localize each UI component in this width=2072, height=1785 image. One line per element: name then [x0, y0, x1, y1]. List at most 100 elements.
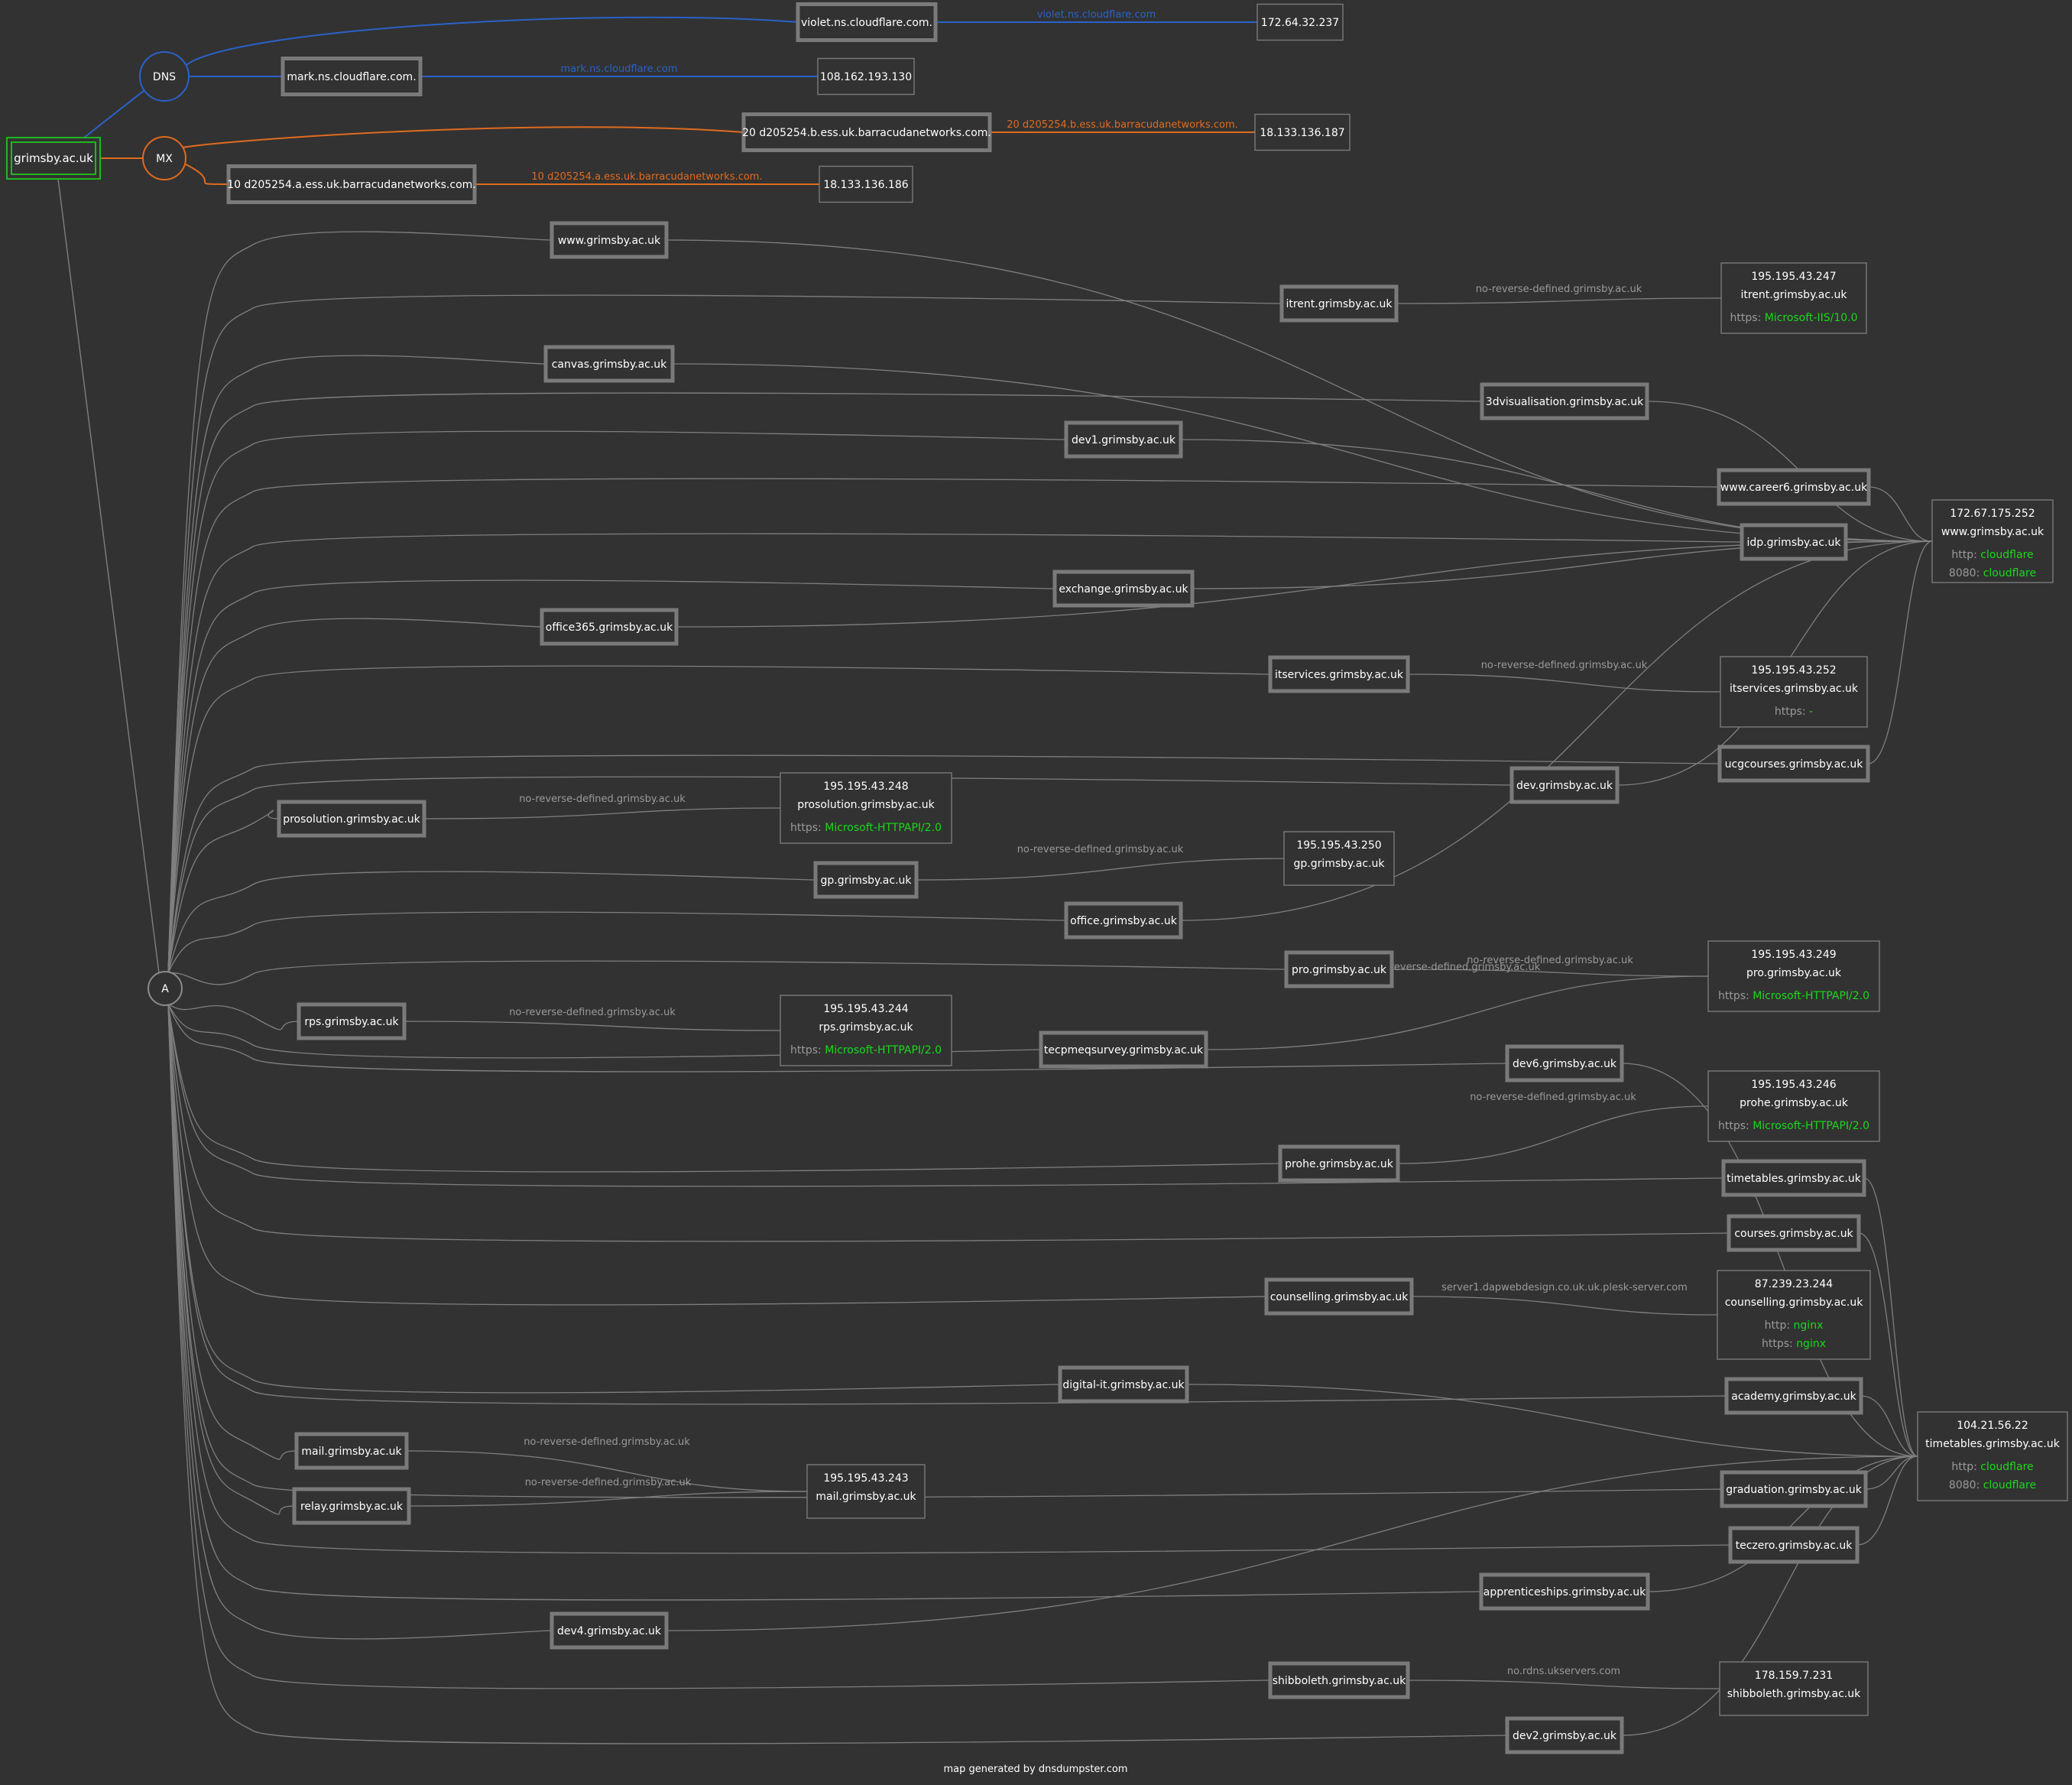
host-box-frame [550, 221, 669, 259]
edge-a-host-8 [167, 618, 543, 974]
host-label: 3dvisualisation.grimsby.ac.uk [1486, 396, 1644, 408]
a-host-dev4-grimsby-ac-uk[interactable]: dev4.grimsby.ac.uk [550, 1611, 669, 1650]
host-label: apprenticeships.grimsby.ac.uk [1483, 1586, 1646, 1598]
edge-root-dns [83, 89, 145, 138]
mx-host-10-d205254-a-ess-uk-barracudanetworks-com[interactable]: 10 d205254.a.ess.uk.barracudanetworks.co… [226, 164, 477, 204]
a-host-tecpmeqsurvey-grimsby-ac-uk[interactable]: tecpmeqsurvey.grimsby.ac.uk [1039, 1030, 1208, 1069]
ip-node-195-195-43-246[interactable]: 195.195.43.246prohe.grimsby.ac.ukhttps: … [1707, 1070, 1880, 1142]
a-host-graduation-grimsby-ac-uk[interactable]: graduation.grimsby.ac.uk [1720, 1470, 1868, 1508]
a-host-apprenticeships-grimsby-ac-uk[interactable]: apprenticeships.grimsby.ac.uk [1479, 1572, 1650, 1611]
host-box-frame [1064, 420, 1183, 459]
edge-mx-host-1 [185, 164, 229, 185]
a-category-node[interactable]: A [148, 971, 183, 1006]
edge-a-host-5 [167, 478, 1720, 974]
host-box-frame [1480, 382, 1649, 420]
a-host-www-career6-grimsby-ac-uk[interactable]: www.career6.grimsby.ac.uk [1717, 468, 1871, 506]
a-reverse-label: no-reverse-defined.grimsby.ac.uk [524, 1436, 690, 1448]
a-host-dev-grimsby-ac-uk[interactable]: dev.grimsby.ac.uk [1509, 766, 1620, 804]
edge-a-ip-29 [1647, 1456, 1918, 1592]
ip-address-label: 178.159.7.231 [1755, 1670, 1833, 1682]
a-host-exchange-grimsby-ac-uk[interactable]: exchange.grimsby.ac.uk [1052, 570, 1195, 608]
edge-a-ip-1 [1396, 297, 1722, 304]
a-host-relay-grimsby-ac-uk[interactable]: relay.grimsby.ac.uk [292, 1487, 411, 1525]
a-host-itrent-grimsby-ac-uk[interactable]: itrent.grimsby.ac.uk [1279, 284, 1399, 323]
a-host-gp-grimsby-ac-uk[interactable]: gp.grimsby.ac.uk [813, 861, 919, 899]
service-banner: http: cloudflare [1951, 1461, 2033, 1473]
host-label: itrent.grimsby.ac.uk [1286, 298, 1393, 310]
ip-label: 18.133.136.186 [823, 179, 908, 191]
ip-node-195-195-43-248[interactable]: 195.195.43.248prosolution.grimsby.ac.ukh… [780, 772, 952, 844]
ip-node-195-195-43-247[interactable]: 195.195.43.247itrent.grimsby.ac.ukhttps:… [1720, 262, 1867, 334]
ip-node-104-21-56-22[interactable]: 104.21.56.22timetables.grimsby.ac.ukhttp… [1917, 1411, 2068, 1501]
a-host-pro-grimsby-ac-uk[interactable]: pro.grimsby.ac.uk [1284, 950, 1394, 988]
a-host-prohe-grimsby-ac-uk[interactable]: prohe.grimsby.ac.uk [1278, 1144, 1400, 1183]
a-host-canvas-grimsby-ac-uk[interactable]: canvas.grimsby.ac.uk [543, 345, 675, 383]
a-host-prosolution-grimsby-ac-uk[interactable]: prosolution.grimsby.ac.uk [277, 800, 426, 838]
a-host-www-grimsby-ac-uk[interactable]: www.grimsby.ac.uk [550, 221, 669, 259]
dns-host-violet-ns-cloudflare-com[interactable]: violet.ns.cloudflare.com. [796, 2, 938, 42]
ip-hostname-label: www.grimsby.ac.uk [1941, 526, 2044, 538]
a-host-itservices-grimsby-ac-uk[interactable]: itservices.grimsby.ac.uk [1268, 655, 1410, 693]
dns-host-mark-ns-cloudflare-com[interactable]: mark.ns.cloudflare.com. [280, 57, 423, 96]
a-host-3dvisualisation-grimsby-ac-uk[interactable]: 3dvisualisation.grimsby.ac.uk [1480, 382, 1649, 420]
ip-hostname-label: prohe.grimsby.ac.uk [1740, 1097, 1849, 1109]
a-host-digital-it-grimsby-ac-uk[interactable]: digital-it.grimsby.ac.uk [1058, 1365, 1189, 1404]
mx-ip-node[interactable]: 18.133.136.186 [819, 165, 913, 203]
ip-node-87-239-23-244[interactable]: 87.239.23.244counselling.grimsby.ac.ukht… [1717, 1270, 1871, 1360]
root-domain-node[interactable]: grimsby.ac.uk [6, 137, 101, 180]
ip-label: 172.64.32.237 [1261, 17, 1339, 29]
a-host-idp-grimsby-ac-uk[interactable]: idp.grimsby.ac.uk [1740, 523, 1848, 561]
ip-hostname-label: pro.grimsby.ac.uk [1746, 967, 1842, 979]
host-label: dev.grimsby.ac.uk [1516, 780, 1613, 792]
a-host-rps-grimsby-ac-uk[interactable]: rps.grimsby.ac.uk [297, 1002, 407, 1040]
dns-ip-node[interactable]: 172.64.32.237 [1256, 3, 1344, 41]
a-host-dev1-grimsby-ac-uk[interactable]: dev1.grimsby.ac.uk [1064, 420, 1183, 459]
host-label: 10 d205254.a.ess.uk.barracudanetworks.co… [227, 179, 475, 191]
category-label: A [161, 983, 169, 995]
a-host-mail-grimsby-ac-uk[interactable]: mail.grimsby.ac.uk [294, 1432, 409, 1470]
edge-a-ip-31 [1407, 1680, 1720, 1689]
a-host-courses-grimsby-ac-uk[interactable]: courses.grimsby.ac.uk [1727, 1214, 1861, 1252]
edge-a-ip-14 [1180, 540, 1933, 921]
ip-node-195-195-43-252[interactable]: 195.195.43.252itservices.grimsby.ac.ukht… [1720, 656, 1868, 728]
footer-credit: map generated by dnsdumpster.com [944, 1764, 1128, 1775]
ip-hostname-label: shibboleth.grimsby.ac.uk [1727, 1688, 1861, 1700]
ip-node-frame [1283, 831, 1395, 886]
a-host-ucgcourses-grimsby-ac-uk[interactable]: ucgcourses.grimsby.ac.uk [1717, 745, 1870, 783]
dns-ip-node[interactable]: 108.162.193.130 [817, 57, 915, 96]
a-host-dev6-grimsby-ac-uk[interactable]: dev6.grimsby.ac.uk [1505, 1044, 1624, 1082]
edge-a-ip-5 [1868, 486, 1933, 542]
edge-a-ip-17 [1205, 975, 1709, 1050]
mx-category-node[interactable]: MX [142, 136, 186, 180]
dns-category-node[interactable]: DNS [139, 51, 190, 102]
ip-node-178-159-7-231[interactable]: 178.159.7.231 shibboleth.grimsby.ac.uk [1719, 1661, 1869, 1716]
edge-a-ip-22 [1411, 1296, 1718, 1316]
ip-address-label: 195.195.43.246 [1751, 1079, 1836, 1091]
host-box-frame [1279, 284, 1399, 323]
edge-a-ip-19 [1397, 1105, 1709, 1164]
ip-hostname-label: mail.grimsby.ac.uk [816, 1491, 916, 1503]
mx-host-20-d205254-b-ess-uk-barracudanetworks-com[interactable]: 20 d205254.b.ess.uk.barracudanetworks.co… [741, 112, 992, 152]
service-banner: https: Microsoft-HTTPAPI/2.0 [790, 822, 942, 834]
a-host-office365-grimsby-ac-uk[interactable]: office365.grimsby.ac.uk [540, 608, 679, 646]
mx-ip-node[interactable]: 18.133.136.187 [1254, 113, 1351, 151]
host-label: graduation.grimsby.ac.uk [1726, 1484, 1863, 1496]
a-host-academy-grimsby-ac-uk[interactable]: academy.grimsby.ac.uk [1724, 1377, 1863, 1415]
edge-a-host-19 [167, 1003, 1281, 1173]
a-host-counselling-grimsby-ac-uk[interactable]: counselling.grimsby.ac.uk [1264, 1277, 1414, 1316]
a-host-teczero-grimsby-ac-uk[interactable]: teczero.grimsby.ac.uk [1728, 1526, 1860, 1564]
edge-a-host-26 [167, 1003, 295, 1515]
edge-a-host-22 [167, 1003, 1267, 1306]
a-host-shibboleth-grimsby-ac-uk[interactable]: shibboleth.grimsby.ac.uk [1268, 1661, 1410, 1699]
a-host-timetables-grimsby-ac-uk[interactable]: timetables.grimsby.ac.uk [1721, 1159, 1866, 1197]
dns-reverse-label: violet.ns.cloudflare.com [1037, 9, 1156, 21]
edge-a-host-18 [167, 1003, 1508, 1073]
a-host-dev2-grimsby-ac-uk[interactable]: dev2.grimsby.ac.uk [1505, 1716, 1624, 1754]
ip-node-frame [1917, 1411, 2068, 1501]
a-host-office-grimsby-ac-uk[interactable]: office.grimsby.ac.uk [1064, 901, 1183, 940]
